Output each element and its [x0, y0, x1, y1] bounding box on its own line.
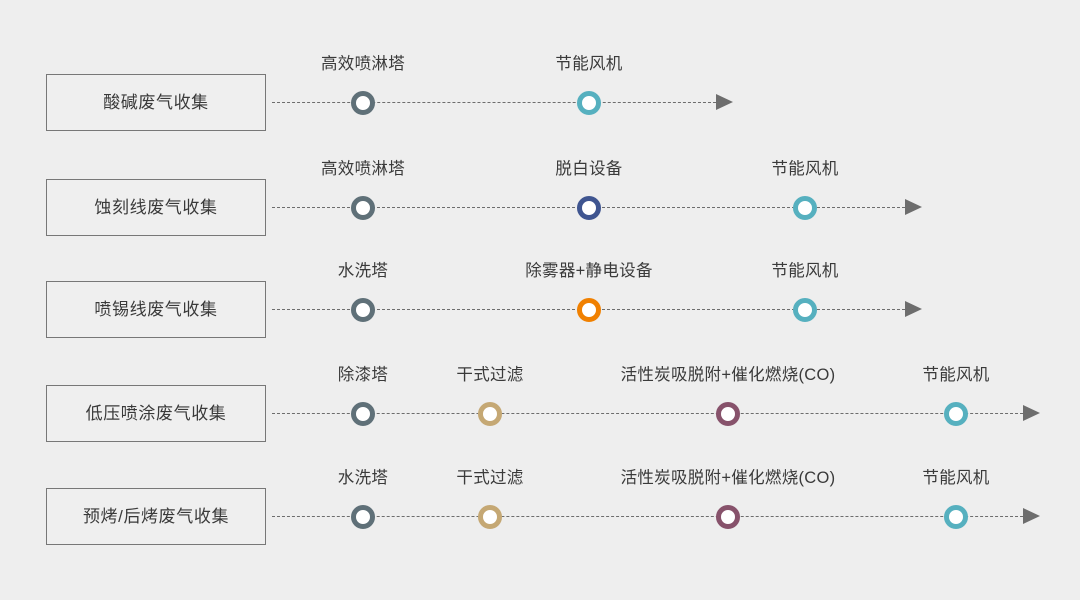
- process-node-slate_gray[interactable]: [351, 505, 375, 529]
- source-box[interactable]: 低压喷涂废气收集: [46, 385, 266, 442]
- flow-row: 蚀刻线废气收集 高效喷淋塔 脱白设备 节能风机: [0, 151, 1080, 261]
- flow-track: 高效喷淋塔 节能风机: [272, 56, 736, 123]
- source-box-label: 预烤/后烤废气收集: [82, 507, 230, 526]
- flow-track: 水洗塔 干式过滤 活性炭吸脱附+催化燃烧(CO) 节能风机: [272, 470, 1043, 537]
- arrowhead-icon: [1023, 508, 1040, 524]
- process-node-label: 干式过滤: [456, 366, 524, 384]
- process-node-label: 水洗塔: [337, 469, 389, 487]
- dashed-connector-line: [272, 516, 1023, 517]
- source-box[interactable]: 蚀刻线废气收集: [46, 179, 266, 236]
- source-box-label: 酸碱废气收集: [103, 93, 209, 112]
- process-node-teal[interactable]: [944, 505, 968, 529]
- arrowhead-icon: [905, 301, 922, 317]
- process-node-slate_gray[interactable]: [351, 298, 375, 322]
- source-box-label: 蚀刻线废气收集: [94, 198, 218, 217]
- process-node-label: 节能风机: [922, 469, 990, 487]
- process-node-teal[interactable]: [793, 298, 817, 322]
- source-box-label: 喷锡线废气收集: [94, 300, 218, 319]
- process-node-label: 脱白设备: [555, 160, 623, 178]
- flow-track: 水洗塔 除雾器+静电设备 节能风机: [272, 263, 925, 330]
- flow-row: 低压喷涂废气收集 除漆塔 干式过滤 活性炭吸脱附+催化燃烧(CO) 节能风机: [0, 357, 1080, 467]
- process-node-teal[interactable]: [577, 91, 601, 115]
- process-node-label: 节能风机: [555, 55, 623, 73]
- process-node-slate_gray[interactable]: [351, 91, 375, 115]
- flow-row: 预烤/后烤废气收集 水洗塔 干式过滤 活性炭吸脱附+催化燃烧(CO) 节能风机: [0, 460, 1080, 570]
- process-node-tan[interactable]: [478, 402, 502, 426]
- process-node-label: 干式过滤: [456, 469, 524, 487]
- process-node-navy[interactable]: [577, 196, 601, 220]
- process-node-label: 活性炭吸脱附+催化燃烧(CO): [620, 366, 836, 384]
- process-node-tan[interactable]: [478, 505, 502, 529]
- process-node-slate_gray[interactable]: [351, 196, 375, 220]
- flow-track: 高效喷淋塔 脱白设备 节能风机: [272, 161, 925, 228]
- flow-track: 除漆塔 干式过滤 活性炭吸脱附+催化燃烧(CO) 节能风机: [272, 367, 1043, 434]
- flow-row: 喷锡线废气收集 水洗塔 除雾器+静电设备 节能风机: [0, 253, 1080, 363]
- source-box[interactable]: 喷锡线废气收集: [46, 281, 266, 338]
- source-box-label: 低压喷涂废气收集: [85, 404, 227, 423]
- source-box[interactable]: 预烤/后烤废气收集: [46, 488, 266, 545]
- process-node-label: 节能风机: [771, 262, 839, 280]
- process-node-maroon[interactable]: [716, 505, 740, 529]
- process-node-label: 节能风机: [922, 366, 990, 384]
- process-node-label: 水洗塔: [337, 262, 389, 280]
- process-node-label: 高效喷淋塔: [321, 55, 405, 73]
- process-node-label: 节能风机: [771, 160, 839, 178]
- dashed-connector-line: [272, 102, 716, 103]
- process-node-label: 高效喷淋塔: [321, 160, 405, 178]
- source-box[interactable]: 酸碱废气收集: [46, 74, 266, 131]
- dashed-connector-line: [272, 413, 1023, 414]
- process-node-maroon[interactable]: [716, 402, 740, 426]
- flow-row: 酸碱废气收集 高效喷淋塔 节能风机: [0, 46, 1080, 156]
- process-node-teal[interactable]: [793, 196, 817, 220]
- process-node-label: 活性炭吸脱附+催化燃烧(CO): [620, 469, 836, 487]
- process-node-label: 除雾器+静电设备: [525, 262, 653, 280]
- process-node-teal[interactable]: [944, 402, 968, 426]
- process-node-orange[interactable]: [577, 298, 601, 322]
- arrowhead-icon: [1023, 405, 1040, 421]
- arrowhead-icon: [716, 94, 733, 110]
- process-node-slate_gray[interactable]: [351, 402, 375, 426]
- arrowhead-icon: [905, 199, 922, 215]
- process-node-label: 除漆塔: [337, 366, 389, 384]
